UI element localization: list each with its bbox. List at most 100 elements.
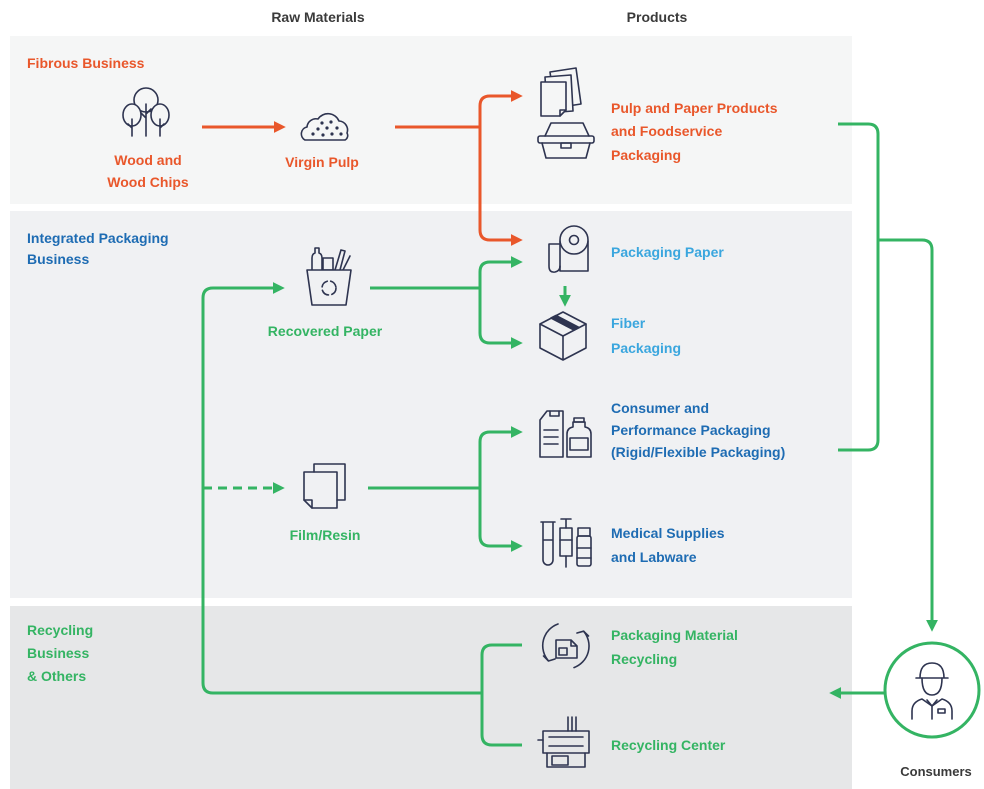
roll-core bbox=[568, 234, 580, 246]
bottle-cap bbox=[573, 417, 585, 423]
box-sides bbox=[539, 323, 587, 361]
packaging-material-recycling-label-line: Packaging Material bbox=[611, 627, 738, 643]
packaging-material-recycling-label: Packaging Material Recycling bbox=[611, 627, 738, 667]
recycling-business-title: Recycling Business & Others bbox=[27, 622, 93, 684]
recycling-business-title-line: Recycling bbox=[27, 622, 93, 638]
paper-roll-icon bbox=[548, 225, 589, 273]
medical-labware-icon bbox=[540, 518, 592, 568]
jerry-can-label bbox=[543, 429, 559, 445]
paper-and-food-container-icon bbox=[537, 67, 595, 159]
trees-icon bbox=[122, 87, 170, 137]
basket-body bbox=[306, 269, 352, 306]
paper-sheet bbox=[540, 81, 567, 117]
wood-label-line: Wood Chips bbox=[107, 174, 189, 190]
arrow-to-fiber-packaging bbox=[478, 287, 523, 349]
fibrous-business-band bbox=[10, 36, 852, 204]
integrated-packaging-band bbox=[10, 211, 852, 598]
syringe-needle bbox=[559, 539, 573, 568]
pulp-dot bbox=[321, 133, 325, 137]
wood-label-line: Wood and bbox=[114, 152, 181, 168]
medical-supplies-label-line: Medical Supplies bbox=[611, 525, 725, 541]
film-fold bbox=[303, 499, 313, 509]
cloud-outline bbox=[300, 112, 349, 141]
pulp-dot bbox=[335, 126, 339, 130]
box-tape bbox=[550, 314, 580, 331]
consumer-performance-packaging-label-line: (Rigid/Flexible Packaging) bbox=[611, 444, 785, 460]
pulp-dot bbox=[316, 127, 320, 131]
recovered-paper-label: Recovered Paper bbox=[268, 323, 383, 339]
fiber-packaging-label-line: Packaging bbox=[611, 340, 681, 356]
vial-label bbox=[576, 547, 592, 559]
products-to-consumers-bracket bbox=[838, 122, 880, 452]
film-front-sheet bbox=[303, 471, 338, 509]
bottle-body bbox=[566, 421, 592, 458]
consumer-person-icon bbox=[911, 662, 953, 720]
jerry-can-handle bbox=[549, 410, 560, 417]
arrow-to-consumer-performance-packaging bbox=[478, 426, 523, 489]
consumer-performance-packaging-label-line: Consumer and bbox=[611, 400, 709, 416]
film-resin-label: Film/Resin bbox=[290, 527, 361, 543]
recovered-paper-basket-icon bbox=[306, 247, 352, 306]
cardboard-box-icon bbox=[539, 311, 587, 361]
column-headers: Raw Materials Products bbox=[271, 9, 687, 25]
fiber-packaging-label: Fiber Packaging bbox=[611, 315, 681, 356]
arrow-to-packaging-paper-green bbox=[478, 256, 523, 289]
containers-icon bbox=[539, 410, 592, 458]
test-tube bbox=[540, 521, 556, 566]
pulp-paper-products-label: Pulp and Paper Products and Foodservice … bbox=[611, 100, 778, 163]
medical-supplies-label: Medical Supplies and Labware bbox=[611, 525, 725, 565]
film-sheets-icon bbox=[303, 463, 346, 509]
machine-base bbox=[546, 752, 586, 768]
recovered-paper-label-line: Recovered Paper bbox=[268, 323, 383, 339]
film-back-sheet bbox=[313, 463, 346, 501]
roll-sheet bbox=[548, 243, 561, 273]
pulp-paper-products-label-line: Pulp and Paper Products bbox=[611, 100, 778, 116]
person-badge bbox=[937, 708, 946, 714]
recycling-business-title-line: Business bbox=[27, 645, 89, 661]
fibrous-business-title-line: Fibrous Business bbox=[27, 55, 145, 71]
basket-paper bbox=[334, 249, 346, 271]
consumer-performance-packaging-label-line: Performance Packaging bbox=[611, 422, 771, 438]
recycled-box bbox=[558, 647, 568, 656]
tree-trunk bbox=[127, 118, 165, 137]
pulp-paper-products-label-line: and Foodservice bbox=[611, 123, 722, 139]
jerry-can bbox=[539, 410, 564, 458]
roll-body bbox=[559, 240, 589, 272]
machine-body bbox=[542, 730, 590, 754]
recycling-machine-icon bbox=[537, 716, 590, 768]
pulp-dot bbox=[330, 132, 334, 136]
pulp-dot bbox=[325, 126, 329, 130]
fiber-packaging-label-line: Fiber bbox=[611, 315, 646, 331]
film-resin-label-line: Film/Resin bbox=[290, 527, 361, 543]
pulp-dot bbox=[339, 132, 343, 136]
basket-pencil bbox=[342, 255, 351, 271]
container-tab bbox=[560, 142, 572, 149]
virgin-pulp-label: Virgin Pulp bbox=[285, 154, 359, 170]
recycling-business-band bbox=[10, 606, 852, 789]
vial-body bbox=[576, 535, 592, 567]
medical-supplies-label-line: and Labware bbox=[611, 549, 697, 565]
basket-bottle bbox=[311, 247, 323, 271]
recycling-business-title-line: & Others bbox=[27, 668, 86, 684]
fibrous-flow-lines bbox=[202, 90, 523, 246]
pulp-cloud-icon bbox=[300, 112, 349, 141]
arrow-to-packaging-paper-orange bbox=[478, 126, 523, 246]
recycle-mark bbox=[321, 280, 337, 296]
integrated-packaging-title-line: Integrated Packaging bbox=[27, 230, 169, 246]
machine-window bbox=[551, 755, 569, 766]
pulp-dot bbox=[311, 132, 315, 136]
recycling-center-label-line: Recycling Center bbox=[611, 737, 726, 753]
container-body bbox=[541, 142, 591, 159]
recycling-arrows-icon bbox=[541, 623, 590, 669]
consumers-circle bbox=[883, 641, 981, 739]
machine-stripes bbox=[537, 736, 584, 747]
person-collar bbox=[926, 699, 938, 720]
recycle-arrowhead bbox=[576, 630, 590, 637]
arrow-recycling-loop-to-recovered-paper bbox=[201, 282, 482, 695]
consumers-label: Consumers bbox=[900, 764, 972, 779]
machine-vents bbox=[567, 716, 577, 732]
container-lid bbox=[544, 122, 590, 137]
packaging-paper-label: Packaging Paper bbox=[611, 244, 724, 260]
integrated-packaging-title: Integrated Packaging Business bbox=[27, 230, 169, 267]
